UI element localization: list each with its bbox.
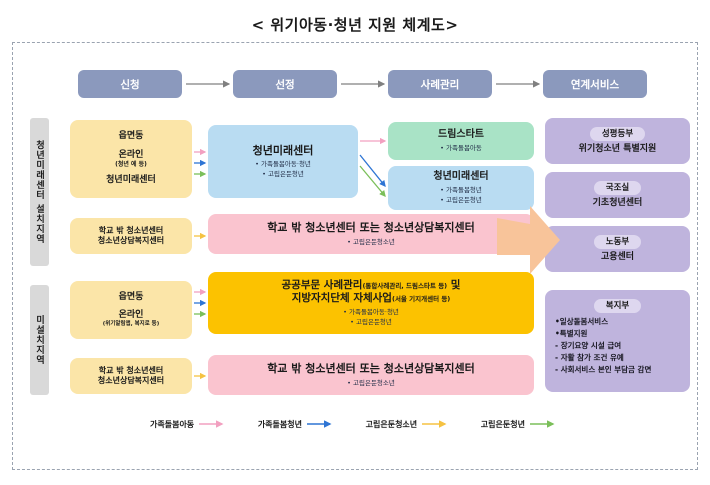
select-box-4-bullet-0: • 고립은둔청소년 bbox=[347, 378, 395, 387]
case-box-1-title: 드림스타트 bbox=[438, 128, 484, 140]
service-box-welfare: 복지부 •일상돌봄서비스 •특별지원 - 장기요양 시설 급여 - 자활 참가 … bbox=[545, 290, 690, 392]
apply-box-center-region: 읍면동 온라인 (청년 에 등) 청년미래센터 bbox=[70, 120, 192, 198]
service-box-2-sub: 기초청년센터 bbox=[592, 197, 643, 208]
case-box-1-bullets: • 가족돌봄아동 bbox=[440, 144, 482, 153]
welfare-item-4: - 사회서비스 본인 부담금 감면 bbox=[555, 364, 652, 374]
service-box-3-agency: 노동부 bbox=[593, 235, 642, 249]
select-box-public-case-mgmt: 공공부문 사례관리(통합사례관리, 드림스타트 등) 및 지방자치단체 자체사업… bbox=[208, 272, 534, 334]
service-box-opc: 국조실 기초청년센터 bbox=[545, 172, 690, 218]
legend-label-0: 가족돌봄아동 bbox=[150, 419, 195, 429]
stage-header-service: 연계서비스 bbox=[543, 70, 647, 98]
service-box-2-agency: 국조실 bbox=[593, 181, 642, 195]
apply-box-3-line3: (위기알림앱, 복지로 등) bbox=[102, 321, 160, 328]
welfare-item-3: - 자활 참가 조건 유예 bbox=[555, 352, 624, 362]
select-box-1-bullet-0: • 가족돌봄아동·청년 bbox=[255, 160, 311, 169]
apply-box-no-center-region: 읍면동 온라인 (위기알림앱, 복지로 등) bbox=[70, 281, 192, 339]
stage-header-apply: 신청 bbox=[78, 70, 182, 98]
select-box-3-note2: (서울 기지개센터 등) bbox=[391, 295, 451, 304]
select-box-3-title-mid: 및 bbox=[447, 278, 461, 291]
apply-box-1-line2: 온라인 bbox=[118, 149, 144, 160]
side-label-with-center: 청년미래센터 설치지역 bbox=[30, 118, 49, 266]
case-box-future-center: 청년미래센터 • 가족돌봄청년 • 고립은둔청년 bbox=[388, 166, 534, 210]
select-box-2-bullet-0: • 고립은둔청소년 bbox=[347, 237, 395, 246]
legend: 가족돌봄아동 가족돌봄청년 고립은둔청소년 고립은둔청년 bbox=[150, 412, 560, 436]
apply-box-3-line1: 읍면동 bbox=[118, 291, 144, 302]
select-box-future-center: 청년미래센터 • 가족돌봄아동·청년 • 고립은둔청년 bbox=[208, 125, 358, 198]
select-box-out-of-school-2: 학교 밖 청소년센터 또는 청소년상담복지센터 • 고립은둔청소년 bbox=[208, 355, 534, 395]
select-box-4-bullets: • 고립은둔청소년 bbox=[347, 379, 395, 388]
case-box-1-bullet-0: • 가족돌봄아동 bbox=[440, 144, 482, 153]
select-box-out-of-school-1: 학교 밖 청소년센터 또는 청소년상담복지센터 • 고립은둔청소년 bbox=[208, 214, 534, 254]
service-box-4-agency: 복지부 bbox=[593, 299, 642, 313]
welfare-item-0: •일상돌봄서비스 bbox=[555, 316, 609, 326]
apply-box-2-line1: 학교 밖 청소년센터 bbox=[98, 226, 164, 235]
service-box-gender-equality: 성평등부 위기청소년 특별지원 bbox=[545, 118, 690, 164]
select-box-3-bullet-0: • 가족돌봄아동·청년 bbox=[343, 308, 399, 317]
select-box-3-title-line1: 공공부문 사례관리(통합사례관리, 드림스타트 등) 및 bbox=[282, 279, 461, 292]
case-box-2-bullets: • 가족돌봄청년 • 고립은둔청년 bbox=[440, 186, 482, 205]
stage-header-case: 사례관리 bbox=[388, 70, 492, 98]
service-box-3-sub: 고용센터 bbox=[600, 251, 635, 262]
legend-item-2: 고립은둔청소년 bbox=[366, 419, 453, 430]
select-box-3-note1: (통합사례관리, 드림스타트 등) bbox=[362, 281, 448, 290]
apply-box-4-line1: 학교 밖 청소년센터 bbox=[98, 366, 164, 375]
service-box-1-agency: 성평등부 bbox=[589, 127, 646, 141]
legend-arrow-0 bbox=[199, 420, 224, 428]
apply-box-youth-center-region-2: 학교 밖 청소년센터 청소년상담복지센터 bbox=[70, 358, 192, 394]
welfare-item-2: - 장기요양 시설 급여 bbox=[555, 340, 622, 350]
case-box-2-bullet-1: • 고립은둔청년 bbox=[440, 195, 482, 204]
select-box-1-title: 청년미래센터 bbox=[252, 143, 314, 157]
apply-box-1-line1: 읍면동 bbox=[118, 131, 144, 142]
apply-box-2-line2: 청소년상담복지센터 bbox=[97, 236, 165, 245]
select-box-3-bullets: • 가족돌봄아동·청년 • 고립은둔청년 bbox=[343, 308, 399, 327]
select-box-3-title-line2: 지방자치단체 자체사업(서울 기지개센터 등) bbox=[292, 292, 451, 305]
legend-item-1: 가족돌봄청년 bbox=[258, 419, 337, 430]
legend-arrow-1 bbox=[306, 420, 332, 428]
select-box-2-bullets: • 고립은둔청소년 bbox=[347, 238, 395, 247]
legend-arrow-3 bbox=[529, 420, 555, 428]
select-box-1-bullet-1: • 고립은둔청년 bbox=[262, 169, 304, 178]
legend-arrow-2 bbox=[422, 420, 447, 428]
case-box-2-bullet-0: • 가족돌봄청년 bbox=[440, 186, 482, 195]
legend-label-2: 고립은둔청소년 bbox=[365, 419, 418, 429]
page-title: < 위기아동·청년 지원 체계도> bbox=[251, 16, 459, 34]
legend-item-0: 가족돌봄아동 bbox=[150, 419, 229, 430]
select-box-1-bullets: • 가족돌봄아동·청년 • 고립은둔청년 bbox=[255, 160, 311, 179]
stage-header-select: 선정 bbox=[233, 70, 337, 98]
select-box-3-bullet-1: • 고립은둔청년 bbox=[350, 317, 392, 326]
welfare-item-1: •특별지원 bbox=[555, 328, 588, 338]
legend-label-1: 가족돌봄청년 bbox=[257, 419, 302, 429]
apply-box-4-line2: 청소년상담복지센터 bbox=[97, 376, 165, 385]
apply-box-3-line2: 온라인 bbox=[118, 310, 144, 321]
legend-label-3: 고립은둔청년 bbox=[480, 419, 525, 429]
apply-box-youth-center-region: 학교 밖 청소년센터 청소년상담복지센터 bbox=[70, 218, 192, 254]
case-box-2-title: 청년미래센터 bbox=[433, 170, 489, 182]
service-box-1-sub: 위기청소년 특별지원 bbox=[578, 143, 657, 154]
service-box-labor: 노동부 고용센터 bbox=[545, 226, 690, 272]
case-box-dream-start: 드림스타트 • 가족돌봄아동 bbox=[388, 122, 534, 160]
select-box-3-title-main1: 공공부문 사례관리 bbox=[281, 278, 363, 291]
apply-box-1-line3: (청년 에 등) bbox=[115, 160, 147, 168]
apply-box-1-line4: 청년미래센터 bbox=[106, 175, 156, 186]
select-box-3-title-main2: 지방자치단체 자체사업 bbox=[291, 292, 392, 305]
side-label-without-center: 미설치지역 bbox=[30, 285, 49, 395]
select-box-4-title: 학교 밖 청소년센터 또는 청소년상담복지센터 bbox=[267, 361, 475, 375]
select-box-2-title: 학교 밖 청소년센터 또는 청소년상담복지센터 bbox=[267, 220, 475, 234]
service-box-4-items: •일상돌봄서비스 •특별지원 - 장기요양 시설 급여 - 자활 참가 조건 유… bbox=[545, 316, 690, 376]
legend-item-3: 고립은둔청년 bbox=[481, 419, 560, 430]
